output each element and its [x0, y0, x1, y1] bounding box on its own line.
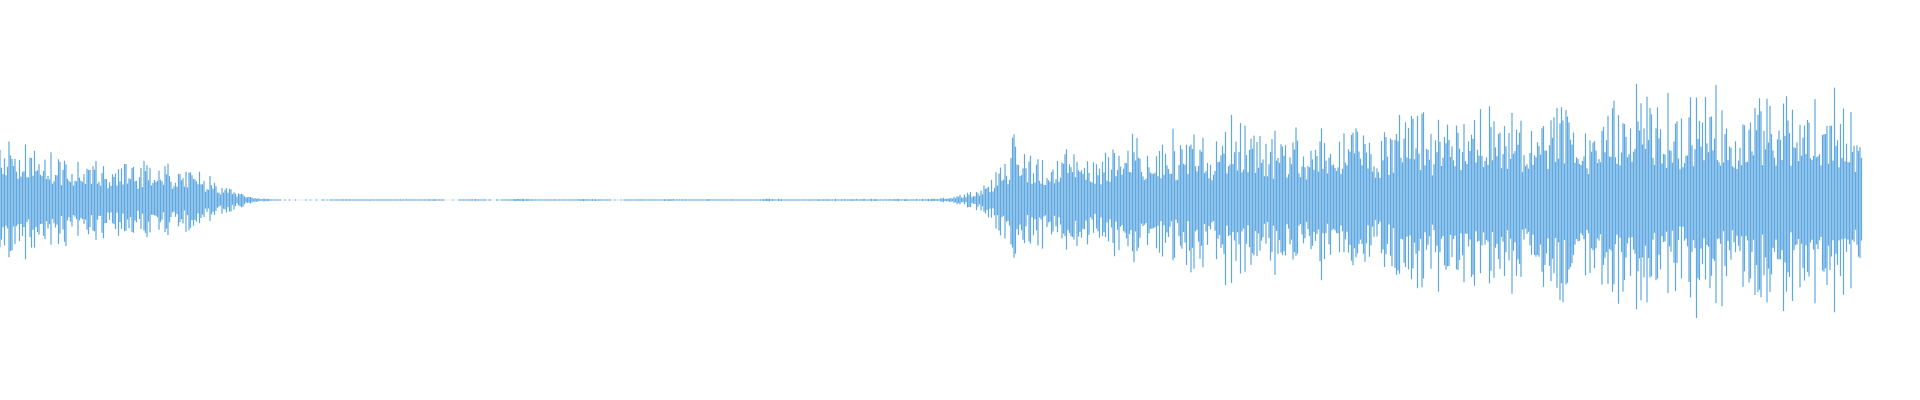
waveform-trace [0, 83, 1863, 319]
waveform-bars [0, 83, 1863, 319]
